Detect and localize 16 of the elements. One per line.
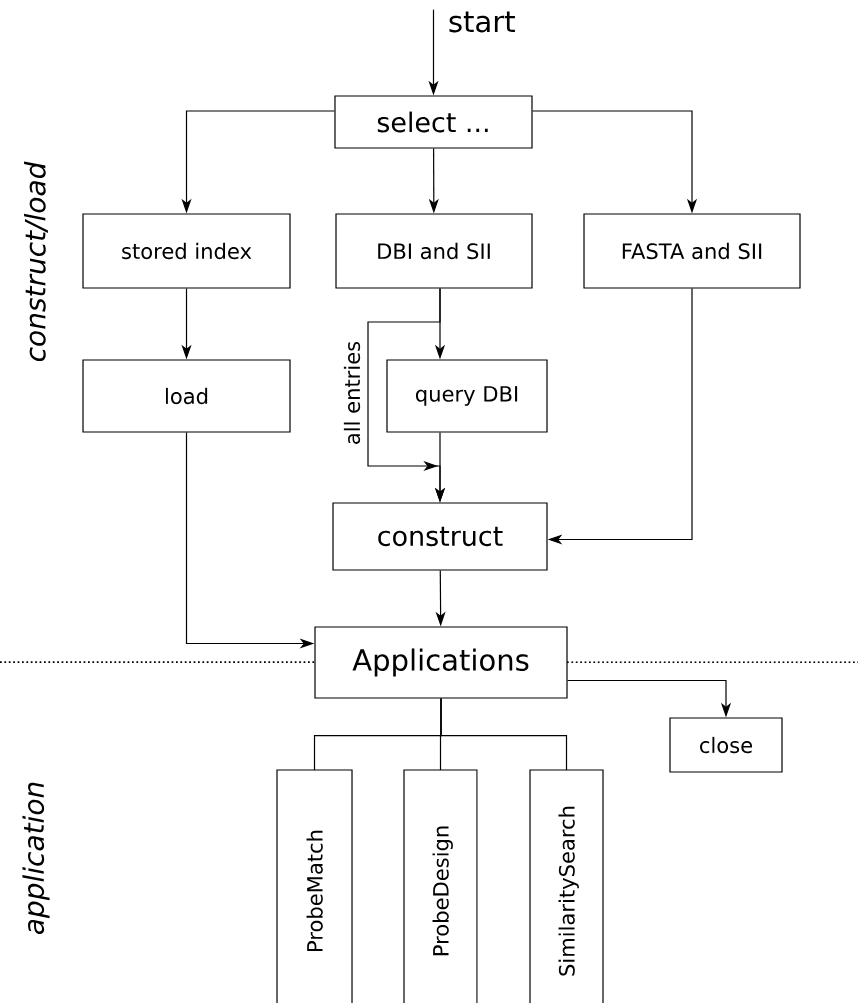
section-label: application [22,782,50,935]
application-box: ProbeDesign [403,769,478,1003]
start-label: start [449,11,515,33]
process-box: DBI and SII [335,213,533,289]
process-box: close [669,717,783,773]
process-box: load [82,359,291,433]
process-box: select ... [334,95,533,149]
process-box: FASTA and SII [583,213,801,289]
process-box: construct [332,502,548,571]
process-box: Applications [314,626,568,699]
process-box: query DBI [386,359,548,433]
process-box: stored index [82,213,291,289]
application-box: ProbeMatch [276,769,353,1003]
edge-label: all entries [343,341,361,444]
section-label: construct/load [24,161,48,362]
application-box: SimilaritySearch [529,769,604,1003]
